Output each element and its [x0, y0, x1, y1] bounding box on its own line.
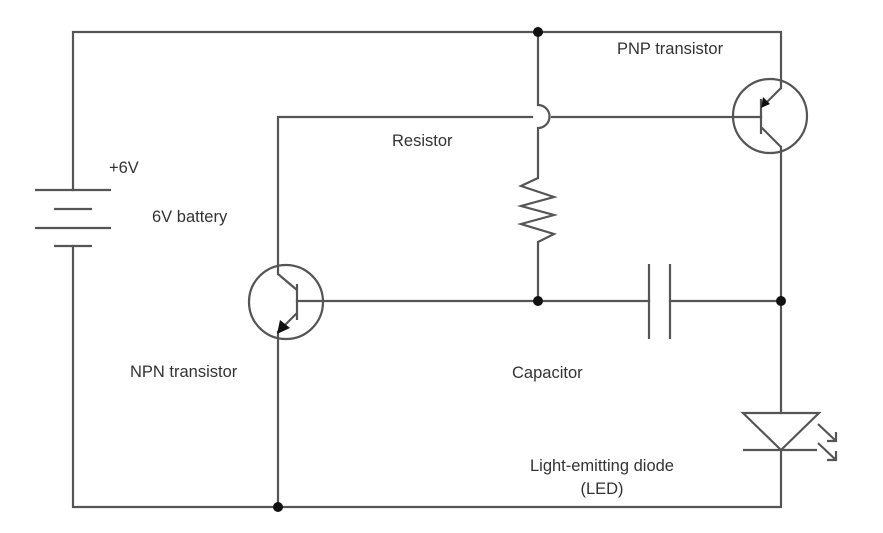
led-triangle: [740, 411, 822, 452]
npn-transistor-body: [247, 263, 325, 341]
junction-top: [533, 27, 543, 37]
battery-label: 6V battery: [152, 208, 228, 226]
light-arrow-2: [817, 442, 837, 461]
wires: [71, 30, 783, 509]
npn-collector-lead: [277, 273, 298, 291]
pnp-emitter-lead: [766, 87, 782, 103]
junction-base-node: [533, 296, 543, 306]
battery-voltage-label: +6V: [109, 159, 139, 177]
battery-symbol: [35, 188, 111, 248]
npn-transistor-symbol: [247, 263, 325, 341]
led-light-arrows-icon: [817, 423, 838, 462]
pnp-collector-lead: [760, 126, 782, 148]
npn-transistor-label: NPN transistor: [130, 363, 238, 381]
led-symbol: [740, 411, 838, 462]
pnp-transistor-label: PNP transistor: [617, 40, 724, 58]
wire-resistor-branch: [536, 30, 551, 180]
capacitor-label: Capacitor: [512, 364, 583, 382]
led-label-line1: Light-emitting diode: [530, 457, 674, 475]
light-arrow-1: [817, 423, 837, 442]
junction-bottom: [273, 502, 283, 512]
wire-top-rail: [71, 30, 783, 192]
junction-right-node: [776, 296, 786, 306]
wire-npn-collector-to-pnp-base: [276, 115, 534, 276]
pnp-transistor-body: [731, 77, 809, 155]
pnp-transistor-symbol: [731, 77, 809, 155]
resistor-symbol: [516, 177, 559, 243]
light-arrow-2-head: [827, 451, 838, 462]
labels: +6V 6V battery Resistor PNP transistor N…: [109, 40, 724, 498]
light-arrow-1-head: [827, 432, 838, 443]
pnp-emitter-arrow-icon: [761, 97, 770, 108]
capacitor-symbol: [647, 264, 672, 339]
junctions: [273, 27, 786, 512]
led-label-line2: (LED): [580, 480, 623, 498]
npn-emitter-arrow-icon: [277, 320, 290, 334]
wire-bottom-rail: [71, 244, 783, 509]
resistor-label: Resistor: [392, 132, 453, 150]
